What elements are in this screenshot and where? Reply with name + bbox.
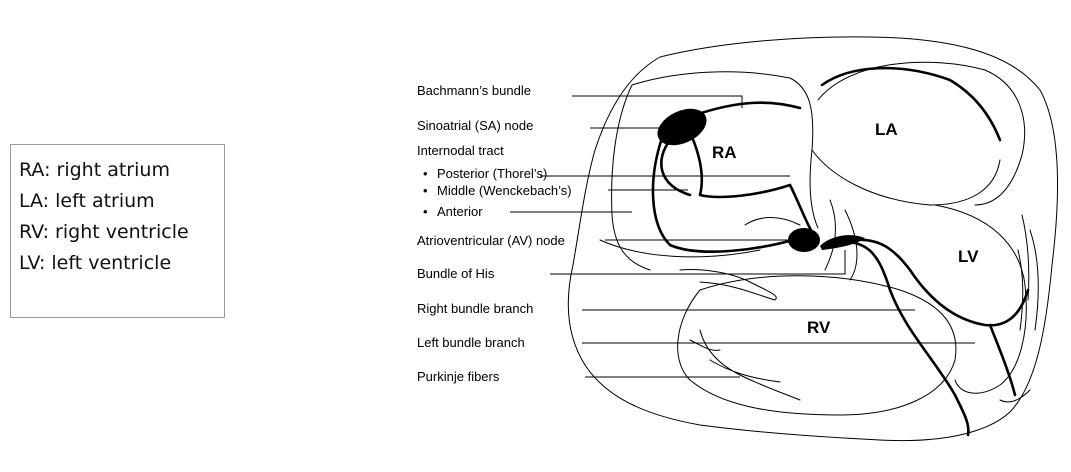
- legend-box: RA: right atrium LA: left atrium RV: rig…: [10, 144, 225, 318]
- lv-cavity: [934, 204, 1027, 394]
- bachmann-bundle-path: [693, 101, 802, 117]
- legend-item-lv: LV: left ventricle: [19, 252, 172, 274]
- chamber-ra: RA: [712, 143, 737, 162]
- tricuspid-flap: [679, 269, 777, 301]
- interatrial-curve: [599, 217, 801, 258]
- legend-item-la: LA: left atrium: [19, 190, 155, 212]
- leader-bachmann: [572, 95, 743, 108]
- right-bundle-branch-path: [838, 240, 970, 437]
- left-bundle-branch-path: [853, 238, 1030, 327]
- purkinje-fibers-right: [999, 214, 1039, 403]
- label-posterior: Posterior (Thorel’s): [437, 166, 547, 181]
- bullet-anterior: •: [423, 204, 428, 219]
- label-purkinje: Purkinje fibers: [417, 369, 500, 384]
- la-top-path: [820, 66, 1002, 142]
- label-rbb: Right bundle branch: [417, 301, 533, 316]
- chamber-lv: LV: [958, 247, 979, 266]
- septum: [811, 149, 1001, 281]
- av-node: [788, 228, 820, 252]
- sa-node: [657, 108, 707, 146]
- legend-item-rv: RV: right ventricle: [19, 221, 189, 243]
- bullet-posterior: •: [423, 166, 428, 181]
- la-wall: [817, 61, 1026, 206]
- label-lbb: Left bundle branch: [417, 335, 525, 350]
- label-av-node: Atrioventricular (AV) node: [417, 233, 565, 248]
- label-middle: Middle (Wenckebach’s): [437, 183, 572, 198]
- label-internodal: Internodal tract: [417, 143, 504, 158]
- label-bachmann: Bachmann’s bundle: [417, 83, 531, 98]
- chamber-la: LA: [875, 120, 898, 139]
- label-sa-node: Sinoatrial (SA) node: [417, 118, 533, 133]
- bundle-of-his: [820, 235, 865, 250]
- rv-cavity: [677, 275, 957, 416]
- lv-outer-purkinje-path: [988, 323, 1017, 397]
- internodal-middle-path: [660, 138, 692, 197]
- legend-item-ra: RA: right atrium: [19, 159, 170, 181]
- label-his: Bundle of His: [417, 266, 495, 281]
- leader-his: [550, 250, 846, 275]
- internodal-anterior-path: [651, 136, 802, 253]
- bullet-middle: •: [423, 183, 428, 198]
- heart-outline: [567, 36, 1059, 442]
- chamber-rv: RV: [807, 318, 831, 337]
- internodal-posterior-path: [681, 116, 814, 234]
- purkinje-fibers-left: [689, 329, 801, 401]
- label-anterior: Anterior: [437, 204, 483, 219]
- ra-wall: [611, 71, 819, 271]
